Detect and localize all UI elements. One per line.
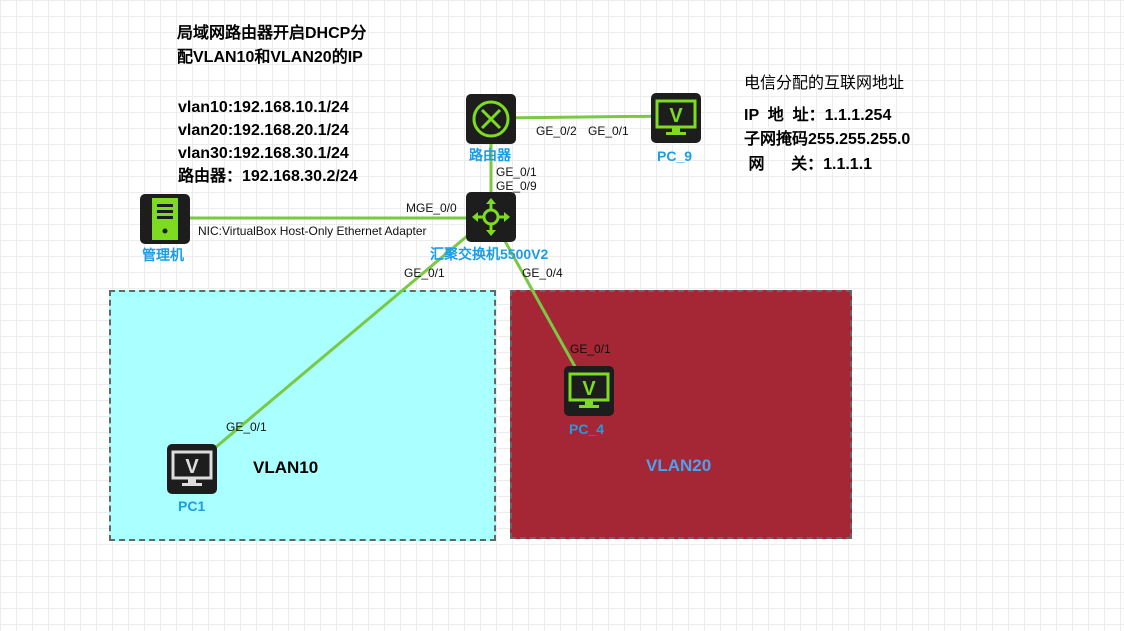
- port-pc4: GE_0/1: [570, 342, 611, 356]
- port-switch-pc1: GE_0/1: [404, 266, 445, 280]
- link-router-pc9: [490, 114, 677, 120]
- svg-text:V: V: [669, 105, 683, 127]
- monitor-icon: V: [171, 450, 213, 486]
- pc9-device[interactable]: V: [651, 93, 701, 143]
- router-label: 路由器: [469, 147, 511, 163]
- switch-icon: [472, 198, 510, 236]
- svg-text:V: V: [582, 378, 596, 400]
- vlan10-label: VLAN10: [253, 458, 319, 477]
- isp-mask: 子网掩码255.255.255.0: [744, 131, 911, 148]
- note-vlan30: vlan30:192.168.30.1/24: [178, 145, 349, 162]
- monitor-icon: V: [655, 99, 697, 135]
- note-router: 路由器：192.168.30.2/24: [178, 168, 358, 185]
- port-switch-router: GE_0/9: [496, 179, 537, 193]
- mgmt-device[interactable]: [140, 194, 190, 244]
- isp-title: 电信分配的互联网地址: [744, 75, 905, 92]
- router-icon: [472, 100, 510, 138]
- router-device[interactable]: [466, 94, 516, 144]
- note-dhcp-1: 局域网路由器开启DHCP分: [177, 25, 367, 42]
- switch-device[interactable]: [466, 192, 516, 242]
- note-vlan20: vlan20:192.168.20.1/24: [178, 122, 349, 139]
- port-pc9-router: GE_0/1: [588, 124, 629, 138]
- svg-text:V: V: [185, 456, 199, 478]
- pc9-label: PC_9: [657, 148, 693, 164]
- pc1-device[interactable]: V: [167, 444, 217, 494]
- isp-gateway: 网 关：1.1.1.1: [744, 156, 873, 173]
- port-switch-pc4: GE_0/4: [522, 266, 563, 280]
- port-mgmt-nic: NIC:VirtualBox Host-Only Ethernet Adapte…: [198, 224, 427, 238]
- isp-ip: IP 地 址：1.1.1.254: [744, 107, 892, 124]
- note-vlan10: vlan10:192.168.10.1/24: [178, 99, 349, 116]
- pc4-device[interactable]: V: [564, 366, 614, 416]
- pc1-label: PC1: [178, 498, 206, 514]
- note-dhcp-2: 配VLAN10和VLAN20的IP: [177, 49, 363, 66]
- monitor-icon: V: [568, 372, 610, 408]
- vlan10-zone: [109, 290, 496, 541]
- server-icon: [152, 198, 178, 240]
- link-switch-pc1: [190, 214, 492, 470]
- port-pc1: GE_0/1: [226, 420, 267, 434]
- port-switch-mgmt: MGE_0/0: [406, 201, 457, 215]
- mgmt-label: 管理机: [142, 247, 184, 263]
- link-switch-pc4: [489, 215, 590, 391]
- port-router-switch: GE_0/1: [496, 165, 537, 179]
- pc4-label: PC_4: [569, 421, 605, 437]
- vlan20-label: VLAN20: [646, 456, 712, 475]
- switch-label: 汇聚交换机5500V2: [430, 246, 549, 262]
- port-router-pc9: GE_0/2: [536, 124, 577, 138]
